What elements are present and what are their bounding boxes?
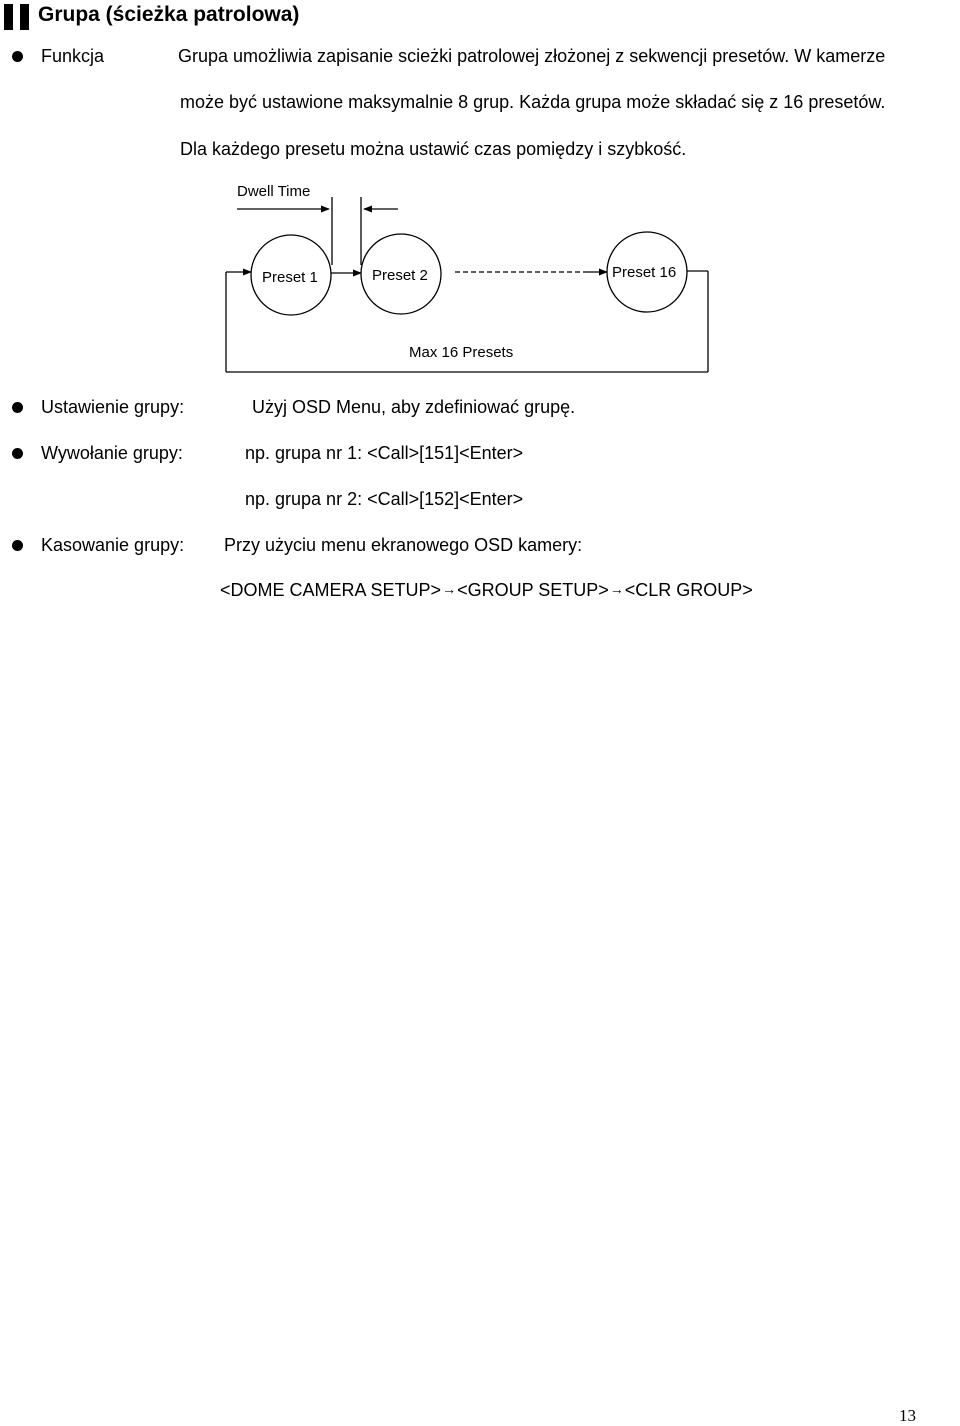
- wywolanie-label: Wywołanie grupy:: [41, 443, 183, 463]
- page-number: 13: [899, 1406, 916, 1425]
- max-presets-label: Max 16 Presets: [409, 344, 513, 361]
- preset-16-label: Preset 16: [612, 264, 676, 281]
- heading-marker-icon: [4, 4, 30, 30]
- dwell-time-label: Dwell Time: [237, 183, 310, 200]
- bullet-icon: [12, 51, 23, 62]
- bullet-icon: [12, 402, 23, 413]
- wywolanie-example-1: np. grupa nr 1: <Call>[151]<Enter>: [245, 443, 524, 463]
- preset-2-label: Preset 2: [372, 267, 428, 284]
- menu-path-dome-camera-setup: <DOME CAMERA SETUP>: [220, 580, 442, 600]
- bullet-icon: [12, 540, 23, 551]
- funkcja-text-line-3: Dla każdego presetu można ustawić czas p…: [180, 139, 687, 159]
- menu-path-group-setup: <GROUP SETUP>: [457, 580, 609, 600]
- arrow-right-icon: →: [609, 581, 624, 597]
- funkcja-label: Funkcja: [41, 46, 105, 66]
- kasowanie-label: Kasowanie grupy:: [41, 535, 185, 555]
- ustawienie-label: Ustawienie grupy:: [41, 397, 185, 417]
- section-title: Grupa (ścieżka patrolowa): [38, 3, 300, 26]
- kasowanie-text: Przy użyciu menu ekranowego OSD kamery:: [224, 535, 583, 555]
- bullet-icon: [12, 448, 23, 459]
- ustawienie-text: Użyj OSD Menu, aby zdefiniować grupę.: [252, 397, 576, 417]
- preset-1-label: Preset 1: [262, 269, 318, 286]
- menu-path-clr-group: <CLR GROUP>: [624, 580, 753, 600]
- wywolanie-example-2: np. grupa nr 2: <Call>[152]<Enter>: [245, 489, 524, 509]
- osd-menu-path: <DOME CAMERA SETUP>→<GROUP SETUP>→<CLR G…: [220, 580, 753, 601]
- arrow-right-icon: →: [442, 581, 457, 597]
- patrol-diagram: Dwell Time Preset 1 Preset 2 Preset 16 M…: [225, 183, 709, 373]
- funkcja-text-line-2: może być ustawione maksymalnie 8 grup. K…: [180, 92, 886, 112]
- funkcja-text-line-1: Grupa umożliwia zapisanie scieżki patrol…: [178, 46, 886, 66]
